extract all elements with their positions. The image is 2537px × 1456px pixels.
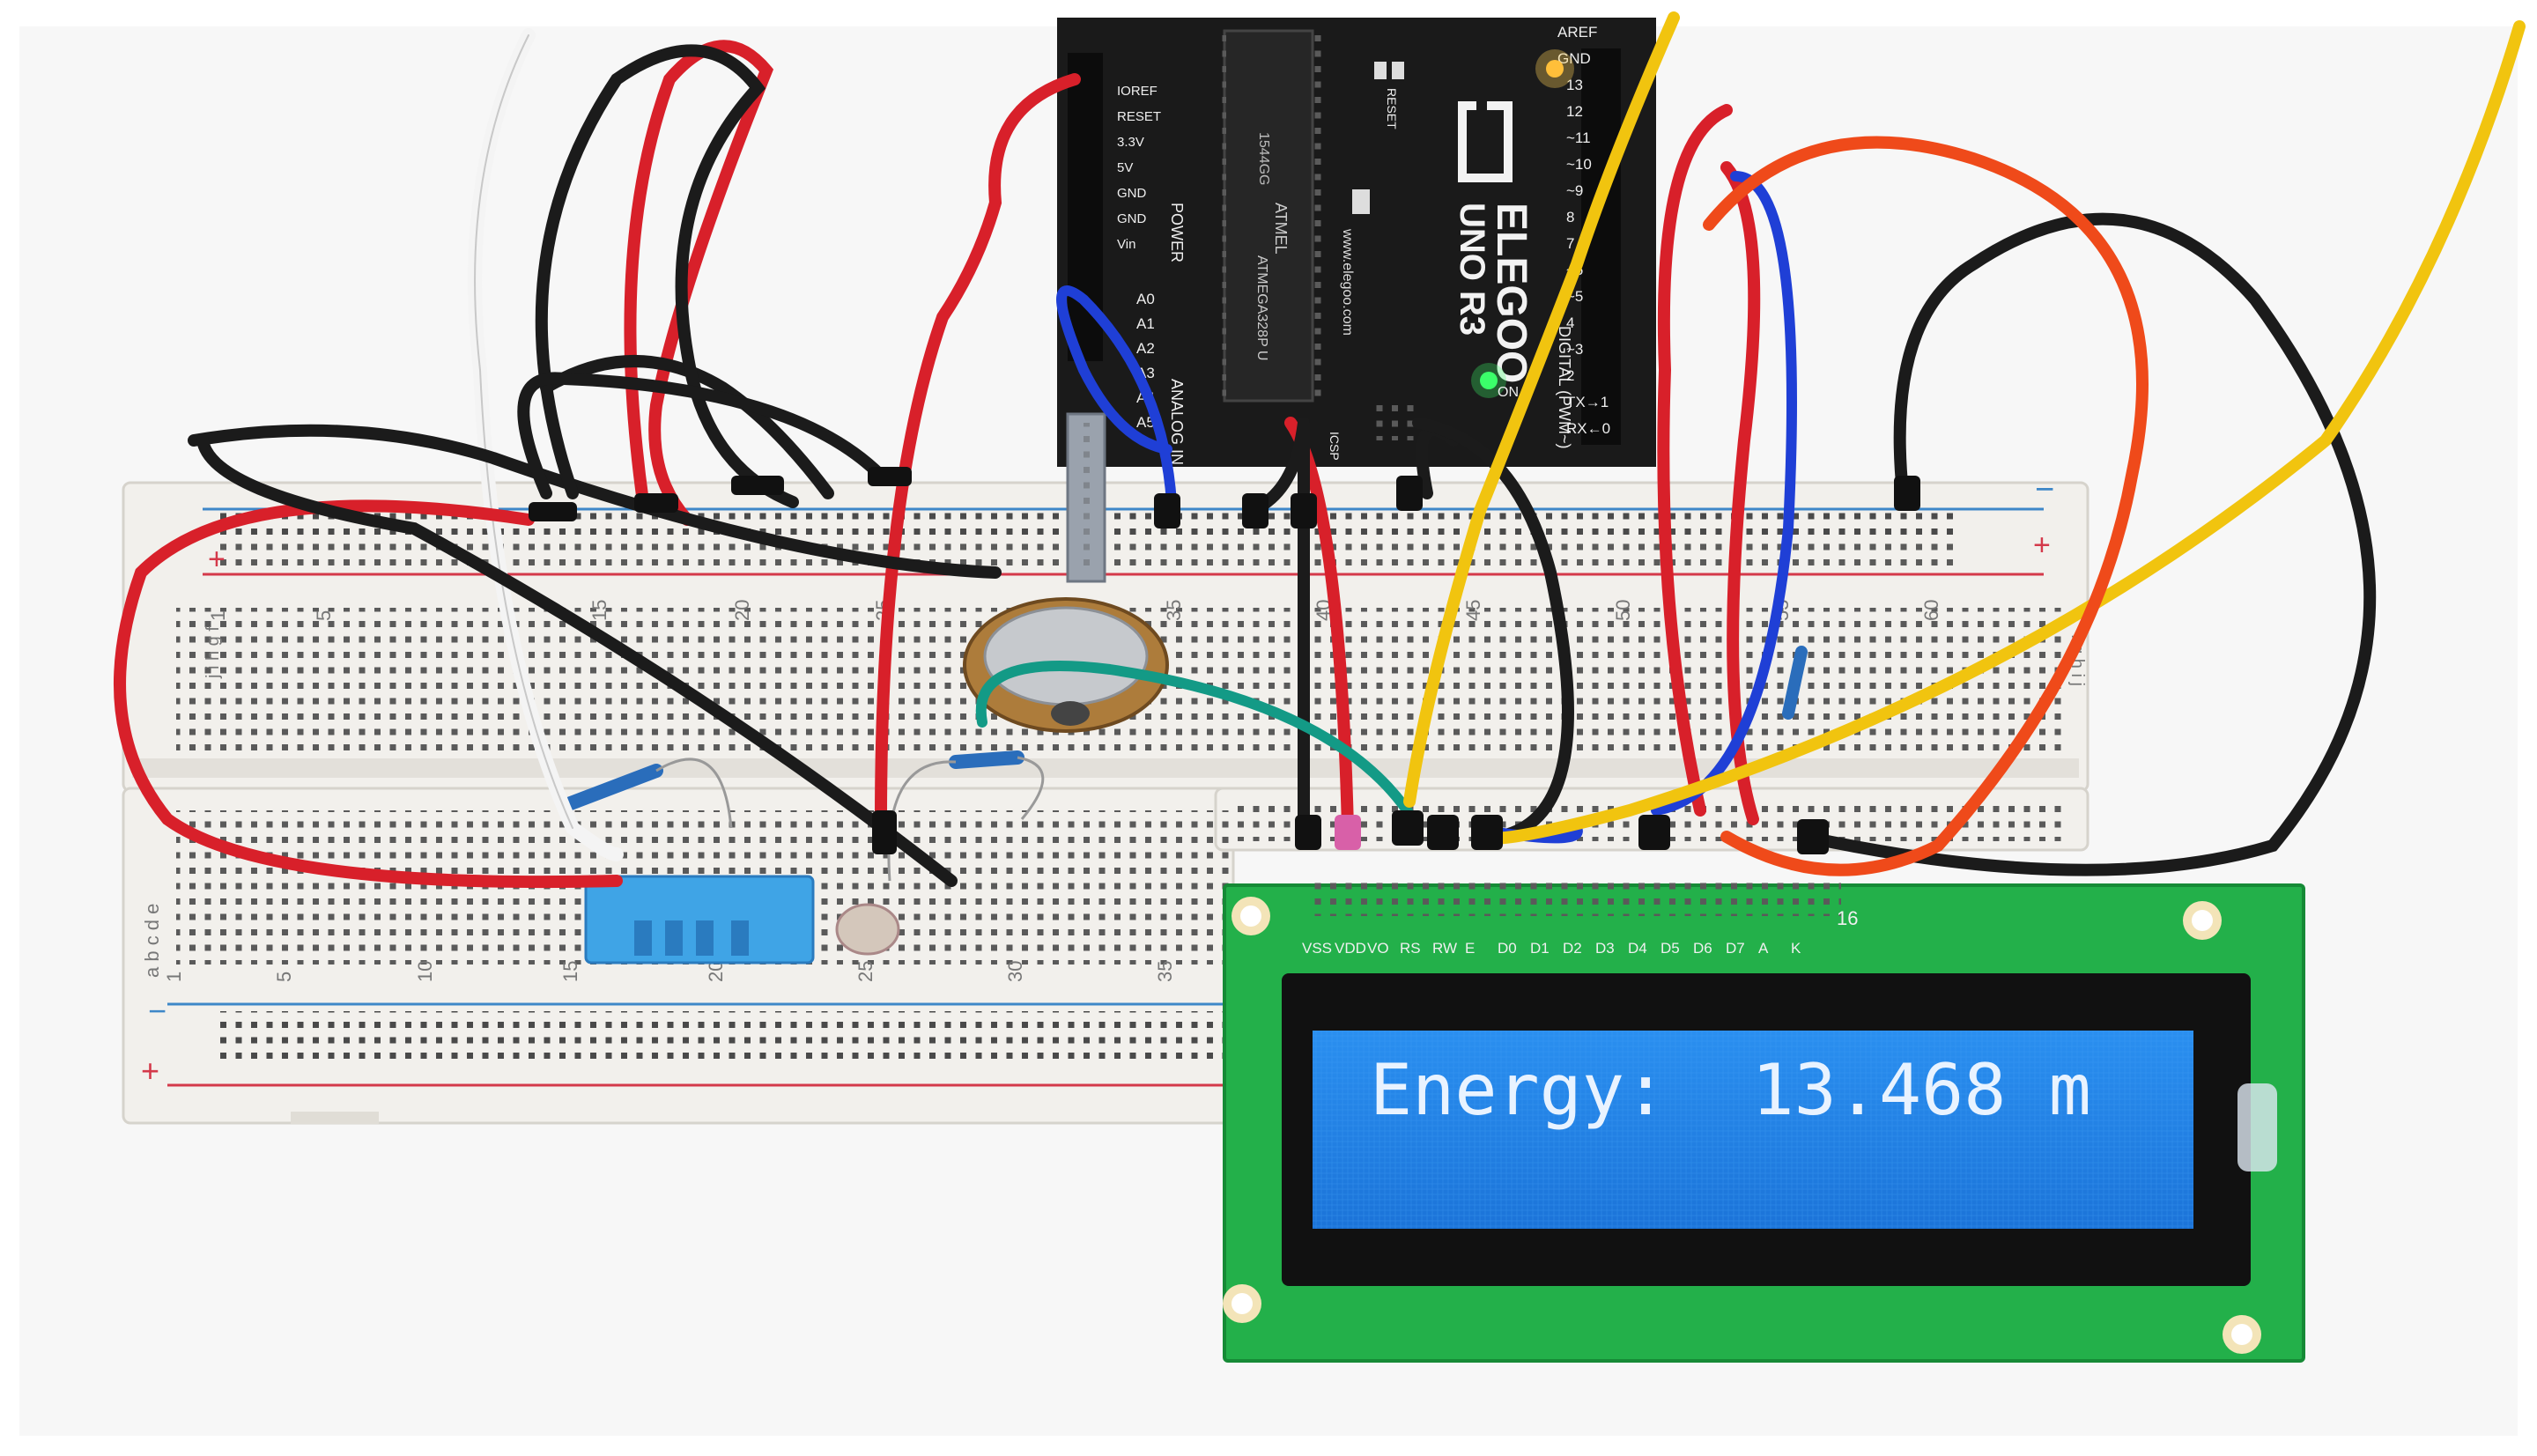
- photoresistor: [835, 903, 900, 956]
- pin-label: GND: [1117, 186, 1147, 201]
- pin-label: 2: [1566, 367, 1574, 384]
- rail-plus-label-right: +: [2033, 528, 2051, 562]
- analog-in-label: ANALOG IN: [1168, 379, 1186, 465]
- pin-label: AREF: [1557, 24, 1597, 41]
- icsp-label: ICSP: [1328, 432, 1342, 461]
- power-label: POWER: [1168, 203, 1186, 262]
- website-label: www.elegoo.com: [1340, 228, 1355, 336]
- pin-label: A2: [1136, 340, 1155, 357]
- pin-label: 8: [1566, 209, 1574, 225]
- column-number-label: 25: [854, 961, 876, 982]
- pin-label: GND: [1557, 50, 1591, 67]
- power-led-icon: [1480, 372, 1498, 389]
- elegoo-logo-icon: [1458, 88, 1513, 182]
- lcd-pin-label: RW: [1432, 940, 1457, 957]
- chip-brand: ATMEL: [1272, 203, 1290, 255]
- lcd-pin-label: D5: [1661, 940, 1680, 957]
- lcd-pin-label: E: [1465, 940, 1475, 957]
- column-number-label: 5: [313, 610, 335, 621]
- lcd-pin-label: D0: [1498, 940, 1517, 957]
- lcd-pin-label: D4: [1628, 940, 1647, 957]
- pin-label: Vin: [1117, 237, 1135, 252]
- pin-label: RESET: [1117, 109, 1161, 124]
- chip-part: ATMEGA328P U: [1254, 255, 1269, 360]
- top-row-letters: j i h g f: [203, 626, 223, 679]
- pin-label: RX←0: [1566, 420, 1610, 437]
- brand-label: ELEGOO: [1488, 203, 1535, 383]
- status-led-icon: [1546, 60, 1564, 78]
- model-label: UNO R3: [1453, 203, 1491, 336]
- rail-minus-label: −: [2035, 471, 2054, 508]
- lcd-pin-number-16: 16: [1837, 907, 1858, 929]
- on-label: ON: [1498, 385, 1519, 400]
- pin-label: ~3: [1566, 341, 1583, 358]
- column-number-label: 50: [1612, 600, 1634, 621]
- humidity-sensor: [584, 875, 815, 965]
- lcd-pin-label: D3: [1595, 940, 1615, 957]
- lcd-pin-label: D7: [1726, 940, 1745, 957]
- lcd-pin-label: RS: [1400, 940, 1421, 957]
- pin-label: 13: [1566, 77, 1583, 93]
- pin-label: IOREF: [1117, 84, 1158, 99]
- jumper-wires: [114, 11, 2526, 889]
- digital-label: DIGITAL (PWM~): [1556, 326, 1573, 449]
- pin-label: A0: [1136, 291, 1155, 307]
- potentiometer: [963, 412, 1169, 733]
- pin-label: ~9: [1566, 182, 1583, 199]
- rail-plus-label: +: [208, 543, 226, 576]
- lcd-pin-label: D6: [1693, 940, 1712, 957]
- pin-label: ~10: [1566, 156, 1592, 173]
- column-number-label: 20: [705, 961, 727, 982]
- column-number-label: 35: [1154, 961, 1176, 982]
- lcd-pin-label: VDD: [1335, 940, 1366, 957]
- column-number-label: 1: [163, 972, 185, 982]
- bottom-rail-minus-label: −: [148, 993, 166, 1029]
- lcd-pin-label: D1: [1530, 940, 1550, 957]
- pin-label: 5V: [1117, 160, 1133, 175]
- pin-label: 3.3V: [1117, 135, 1144, 150]
- column-number-label: 5: [273, 972, 295, 982]
- column-number-label: 10: [414, 961, 436, 982]
- arduino-board: 1544GG ATMEL ATMEGA328P U IOREF RESET 3.3V…: [1057, 18, 1656, 467]
- pin-label: A5: [1136, 414, 1155, 431]
- pin-label: 7: [1566, 235, 1574, 252]
- lcd-pin-label: K: [1791, 940, 1801, 957]
- lcd-pin-label: VO: [1367, 940, 1389, 957]
- bottom-rail-plus-label: +: [141, 1053, 159, 1089]
- pin-label: 12: [1566, 103, 1583, 120]
- column-number-label: 15: [559, 961, 581, 982]
- lcd-pin-label: A: [1758, 940, 1769, 957]
- column-number-label: 35: [1163, 600, 1185, 621]
- bottom-row-letters: a b c d e: [141, 904, 163, 978]
- power-header-labels: IOREF RESET 3.3V 5V GND GND Vin: [1117, 84, 1161, 252]
- reset-label: RESET: [1385, 88, 1399, 129]
- column-number-label: 15: [588, 600, 610, 621]
- chip-code: 1544GG: [1256, 132, 1271, 185]
- lcd-display-text: Energy: 13.468 m: [1370, 1049, 2091, 1131]
- pin-label: GND: [1117, 211, 1147, 226]
- pin-label: 4: [1566, 314, 1574, 331]
- lcd-pin-label: D2: [1563, 940, 1582, 957]
- column-number-label: 1: [207, 610, 229, 621]
- column-number-label: 30: [1004, 961, 1026, 982]
- column-number-label: 45: [1462, 600, 1484, 621]
- pin-label: TX→1: [1566, 394, 1609, 410]
- column-number-label: 60: [1920, 600, 1942, 621]
- pin-label: ~11: [1566, 129, 1591, 146]
- pin-label: A1: [1136, 315, 1155, 332]
- lcd-pin-label: VSS: [1302, 940, 1332, 957]
- column-number-label: 20: [731, 600, 753, 621]
